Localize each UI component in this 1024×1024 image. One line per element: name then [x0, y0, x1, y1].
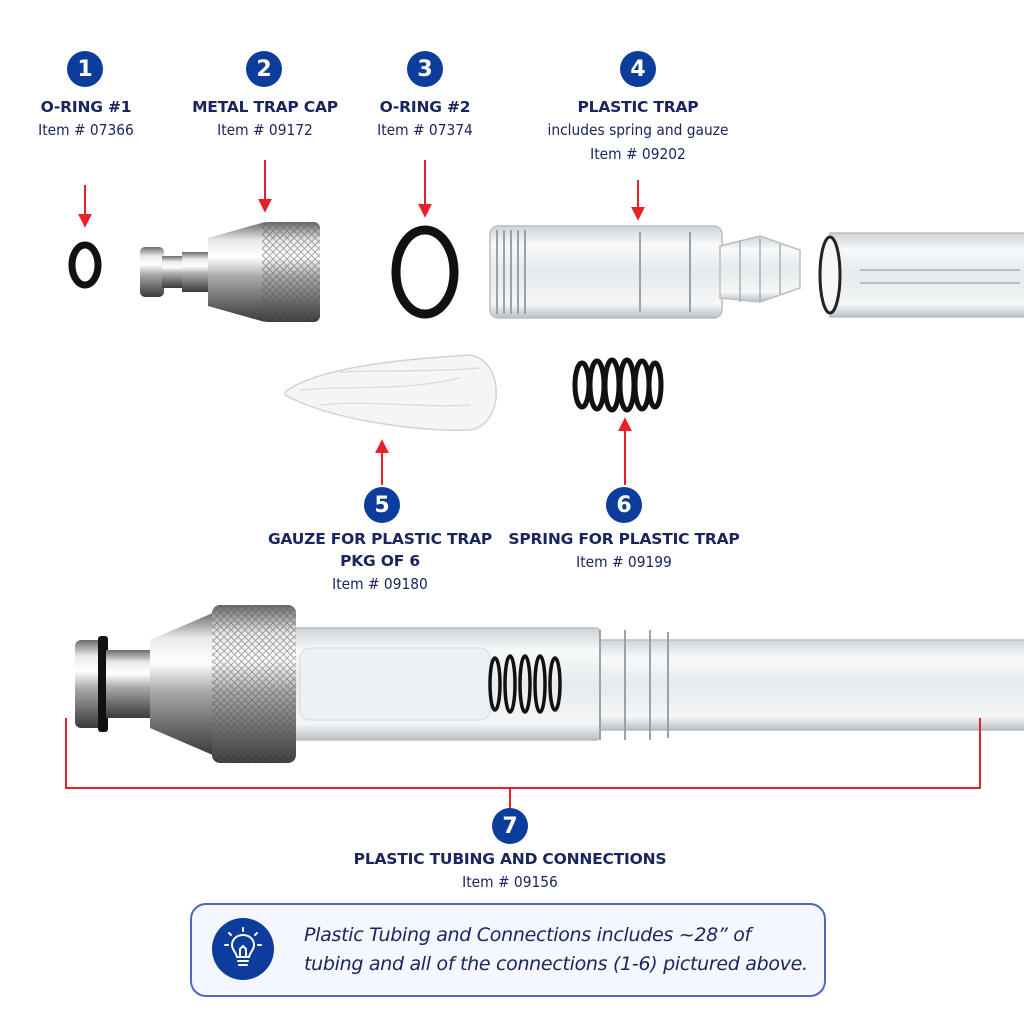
lightbulb-icon [212, 918, 274, 980]
gauze-icon [284, 354, 497, 431]
part-4-item: Item # 09202 [590, 145, 686, 163]
badge-5: 5 [364, 487, 400, 523]
assembled-tubing-icon [75, 605, 1024, 763]
label-part-6: SPRING FOR PLASTIC TRAP Item # 09199 [508, 528, 739, 574]
info-note: Plastic Tubing and Connections includes … [190, 903, 826, 997]
part-5-name: GAUZE FOR PLASTIC TRAP [267, 530, 493, 548]
info-note-text: Plastic Tubing and Connections includes … [304, 924, 808, 975]
badge-4: 4 [620, 51, 656, 87]
o-ring-1-icon [68, 241, 102, 289]
part-1-item: Item # 07366 [38, 121, 134, 139]
badge-2: 2 [246, 51, 282, 87]
part-1-name: O-RING #1 [40, 98, 132, 116]
part-7-name: PLASTIC TUBING AND CONNECTIONS [353, 850, 667, 868]
bracket-7 [65, 718, 981, 808]
badge-6: 6 [606, 487, 642, 523]
part-3-name: O-RING #2 [379, 98, 471, 116]
label-part-1: O-RING #1 Item # 07366 [34, 96, 138, 142]
part-4-note: includes spring and gauze [547, 121, 729, 139]
part-5-note: PKG OF 6 [340, 552, 420, 570]
label-part-3: O-RING #2 Item # 07374 [373, 96, 477, 142]
badge-3: 3 [407, 51, 443, 87]
part-7-item: Item # 09156 [462, 873, 558, 891]
label-part-7: PLASTIC TUBING AND CONNECTIONS Item # 09… [354, 848, 667, 894]
label-part-5: GAUZE FOR PLASTIC TRAP PKG OF 6 Item # 0… [268, 528, 492, 596]
pointer-arrows [78, 160, 645, 485]
part-4-name: PLASTIC TRAP [577, 98, 699, 116]
tube-end-icon [818, 232, 1024, 318]
label-part-4: PLASTIC TRAP includes spring and gauze I… [540, 96, 737, 166]
badge-7: 7 [492, 808, 528, 844]
label-part-2: METAL TRAP CAP Item # 09172 [192, 96, 338, 142]
metal-trap-cap-icon [140, 222, 320, 322]
plastic-trap-icon [489, 225, 801, 319]
part-2-name: METAL TRAP CAP [192, 98, 338, 116]
spring-icon [572, 357, 664, 413]
part-2-item: Item # 09172 [217, 121, 313, 139]
badge-1: 1 [67, 51, 103, 87]
part-3-item: Item # 07374 [377, 121, 473, 139]
o-ring-2-icon [391, 225, 459, 319]
part-5-item: Item # 09180 [332, 575, 428, 593]
part-6-item: Item # 09199 [576, 553, 672, 571]
part-6-name: SPRING FOR PLASTIC TRAP [508, 530, 740, 548]
